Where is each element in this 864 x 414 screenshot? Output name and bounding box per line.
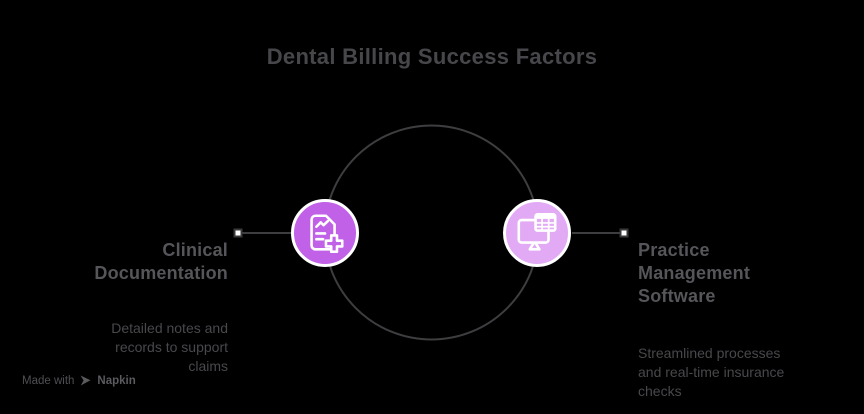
right-heading: Practice Management Software xyxy=(638,240,751,306)
right-description: Streamlined processes and real-time insu… xyxy=(638,345,785,399)
watermark-prefix: Made with xyxy=(22,374,75,387)
right-connector-dot xyxy=(619,228,629,238)
node-clinical-documentation xyxy=(291,199,359,267)
watermark: Made with Napkin xyxy=(22,374,136,387)
node-practice-management xyxy=(503,199,571,267)
left-connector-dot xyxy=(233,228,243,238)
watermark-brand: Napkin xyxy=(97,374,136,387)
left-description: Detailed notes and records to support cl… xyxy=(111,320,228,374)
diagram-title: Dental Billing Success Factors xyxy=(266,44,598,69)
right-text-block: Practice Management Software Streamlined… xyxy=(638,221,784,414)
left-text-block: Clinical Documentation Detailed notes an… xyxy=(94,221,228,394)
left-heading: Clinical Documentation xyxy=(94,240,228,283)
document-medical-plus-icon xyxy=(310,214,344,253)
monitor-spreadsheet-icon xyxy=(517,213,557,251)
napkin-logo-icon xyxy=(80,375,91,386)
